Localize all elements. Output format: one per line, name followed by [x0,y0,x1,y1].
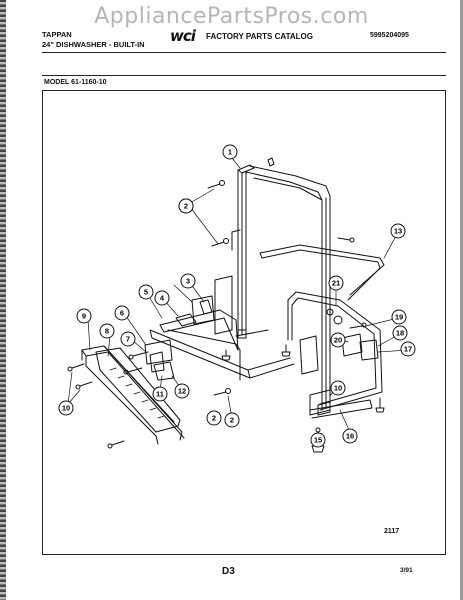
callout-12: 12 [174,383,190,399]
callout-bubble [114,305,130,321]
callout-16: 16 [342,428,358,444]
callout-label: 19 [395,313,403,322]
callout-bubble [138,284,154,300]
callout-20: 20 [330,332,346,348]
callout-label: 16 [346,432,354,441]
callout-11: 11 [152,386,168,402]
callout-8: 8 [99,323,115,339]
callout-4: 4 [154,290,170,306]
callout-label: 7 [126,335,130,344]
header-rule [42,52,446,53]
callout-label: 8 [105,327,109,336]
wci-logo: wci [170,27,196,45]
callout-bubble [76,308,92,324]
callout-2: 2 [178,198,194,214]
callout-label: 2 [212,414,216,423]
bracket-assembly-part [287,291,383,419]
callout-18: 18 [392,325,408,341]
callout-6: 6 [114,305,130,321]
callout-19: 19 [391,309,407,325]
kick-plate-part [67,345,185,449]
callout-label: 20 [334,336,342,345]
callout-10: 10 [330,380,346,396]
callout-bubble [206,410,222,426]
callout-group: 122223456789101011121315161718192021 [58,144,416,448]
callout-13: 13 [390,223,406,239]
callout-bubble [174,383,190,399]
catalog-part-number: 5995204095 [370,32,409,39]
callout-label: 1 [228,148,232,157]
callout-2: 2 [206,410,222,426]
callout-bubble [178,198,194,214]
watermark: AppliancePartsPros.com [94,4,369,29]
page-label: D3 [222,566,235,577]
callout-bubble [152,386,168,402]
callout-label: 13 [394,227,402,236]
callout-bubble [330,332,346,348]
scan-edge-left [0,0,6,600]
callout-bubble [342,428,358,444]
model-rule [42,75,446,76]
callout-label: 5 [144,288,148,297]
callout-label: 15 [314,436,322,445]
callout-bubble [390,223,406,239]
callout-bubble [99,323,115,339]
callout-1: 1 [222,144,238,160]
product-label: 24" DISHWASHER - BUILT-IN [42,40,145,49]
scan-edge-right [460,0,463,600]
callout-label: 10 [62,404,70,413]
callout-label: 12 [178,387,186,396]
callout-bubble [391,309,407,325]
callout-label: 2 [184,202,188,211]
callout-label: 10 [334,384,342,393]
figure-code: 2117 [384,528,400,535]
callout-label: 9 [82,312,86,321]
callout-label: 6 [120,309,124,318]
callout-label: 21 [332,279,340,288]
callout-bubble [400,341,416,357]
lower-rail-part [149,329,295,379]
callout-bubble [392,325,408,341]
callout-bubble [328,275,344,291]
catalog-title: FACTORY PARTS CATALOG [206,32,313,41]
callout-bubble [310,432,326,448]
switch-part [123,339,175,381]
callout-bubble [58,400,74,416]
callout-10: 10 [58,400,74,416]
diagram-frame [42,90,446,555]
callout-5: 5 [138,284,154,300]
callout-label: 3 [186,277,190,286]
model-label: MODEL 61-1160-10 [44,79,107,86]
callout-3: 3 [180,273,196,289]
callout-17: 17 [400,341,416,357]
callout-15: 15 [310,432,326,448]
callout-7: 7 [120,331,136,347]
callout-label: 17 [404,345,412,354]
brand-label: TAPPAN [42,30,72,39]
rod-part [259,244,385,301]
callout-21: 21 [328,275,344,291]
callout-label: 4 [160,294,165,303]
callout-bubble [222,144,238,160]
callout-bubble [224,412,240,428]
callout-bubble [330,380,346,396]
callout-2: 2 [224,412,240,428]
switch-bracket-part [159,275,269,381]
callout-label: 2 [230,416,234,425]
callout-bubble [120,331,136,347]
date-label: 3/91 [400,567,413,574]
callout-bubble [180,273,196,289]
callout-bubble [154,290,170,306]
callout-label: 11 [156,390,164,399]
callout-label: 18 [396,329,404,338]
callout-9: 9 [76,308,92,324]
